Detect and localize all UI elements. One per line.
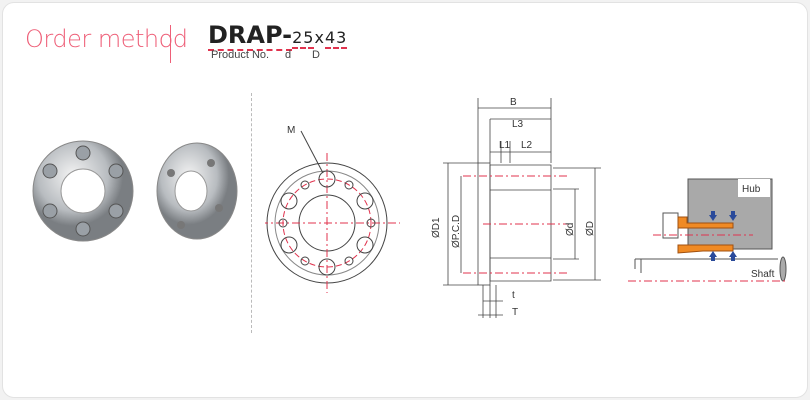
mounting-drawing: Hub Shaft: [628, 178, 788, 282]
label-L2: L2: [521, 140, 533, 151]
product-no-label: Product No.: [211, 49, 270, 61]
label-D1: ØD1: [431, 217, 442, 238]
D-label: D: [312, 49, 320, 61]
label-T: T: [512, 307, 518, 318]
label-PCD: ØP.C.D: [451, 215, 462, 248]
label-t: t: [512, 290, 515, 301]
label-hub: Hub: [742, 184, 761, 195]
front-view-drawing: M: [265, 125, 400, 293]
label-D: ØD: [585, 221, 596, 236]
d-code: 25: [292, 28, 315, 49]
label-L1: L1: [499, 140, 511, 151]
label-B: B: [510, 97, 517, 108]
label-shaft: Shaft: [751, 269, 775, 280]
product-code: DRAP-25x43: [208, 21, 348, 51]
label-L3: L3: [512, 119, 524, 130]
hub-label-box: [738, 179, 770, 197]
times-sign: x: [314, 28, 325, 47]
label-M: M: [287, 125, 295, 136]
product-photo: [32, 140, 238, 242]
section-view-drawing: B L3 L1 L2 ØD1 ØP.C.D Ød ØD t T: [431, 97, 601, 318]
d-label: d: [285, 49, 292, 61]
product-no-code: DRAP-: [208, 21, 293, 51]
divider: [251, 93, 252, 333]
section-title: Order method: [25, 25, 188, 53]
D-code: 43: [324, 28, 348, 49]
title-divider: [170, 25, 171, 63]
label-d: Ød: [565, 223, 576, 236]
